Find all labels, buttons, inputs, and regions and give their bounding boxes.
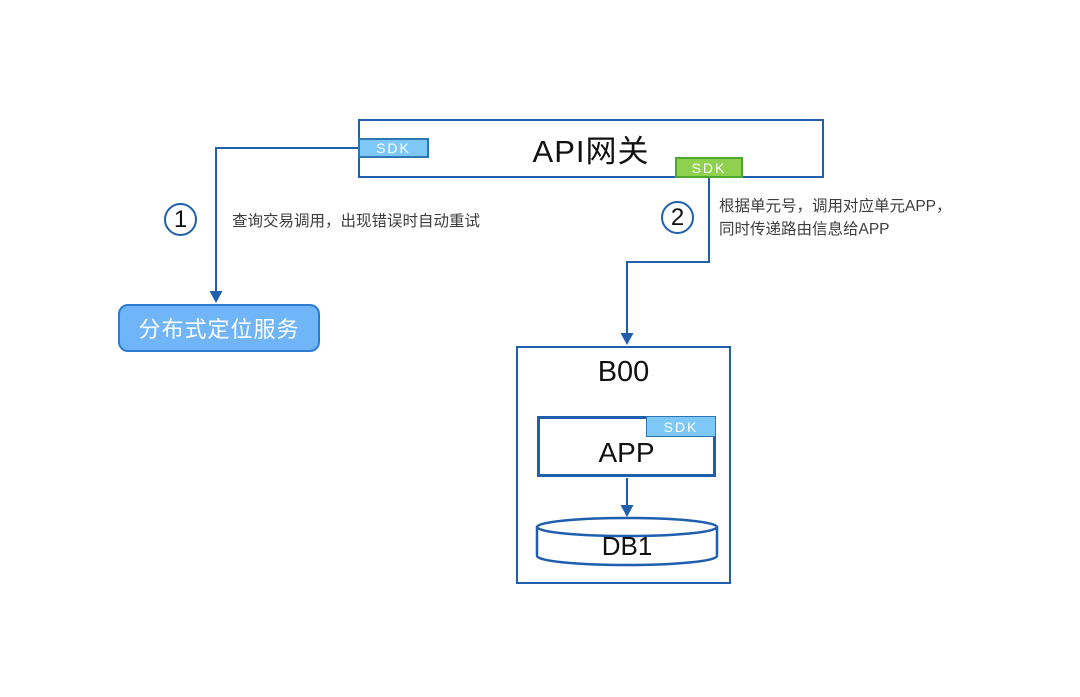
step-2-badge: 2 xyxy=(661,201,694,234)
step-2-description-line-2: 同时传递路由信息给APP xyxy=(719,221,890,238)
app-label: APP xyxy=(598,436,655,468)
step-1-badge: 1 xyxy=(164,203,197,236)
connector-gateway-to-unit xyxy=(626,178,710,338)
api-gateway-title: API网关 xyxy=(532,134,650,169)
db-cylinder-top xyxy=(535,516,719,538)
db-cylinder-body xyxy=(535,527,719,567)
unit-b00-box xyxy=(516,346,731,584)
location-service-box: 分布式定位服务 xyxy=(118,304,320,352)
step-2-description: 根据单元号，调用对应单元APP， 同时传递路由信息给APP xyxy=(719,195,952,241)
gateway-sdk-right-badge: SDK xyxy=(675,157,743,178)
step-1-description: 查询交易调用，出现错误时自动重试 xyxy=(232,210,480,233)
api-gateway-box: API网关 xyxy=(358,119,824,178)
db-label: DB1 xyxy=(601,531,653,561)
step-1-number: 1 xyxy=(173,205,188,233)
connector-gateway-to-location-service xyxy=(215,147,358,296)
arrowhead-db xyxy=(620,505,634,517)
arrowhead-unit xyxy=(620,333,634,345)
unit-b00-title: B00 xyxy=(597,356,650,388)
app-box: APP xyxy=(537,416,716,477)
location-service-label: 分布式定位服务 xyxy=(138,317,300,342)
step-2-number: 2 xyxy=(670,203,685,231)
arrowhead-location-service xyxy=(209,291,223,303)
gateway-sdk-left-badge: SDK xyxy=(358,138,429,158)
step-1-description-line: 查询交易调用，出现错误时自动重试 xyxy=(232,213,481,230)
step-2-description-line-1: 根据单元号，调用对应单元APP， xyxy=(719,198,952,215)
app-sdk-badge: SDK xyxy=(646,416,716,437)
